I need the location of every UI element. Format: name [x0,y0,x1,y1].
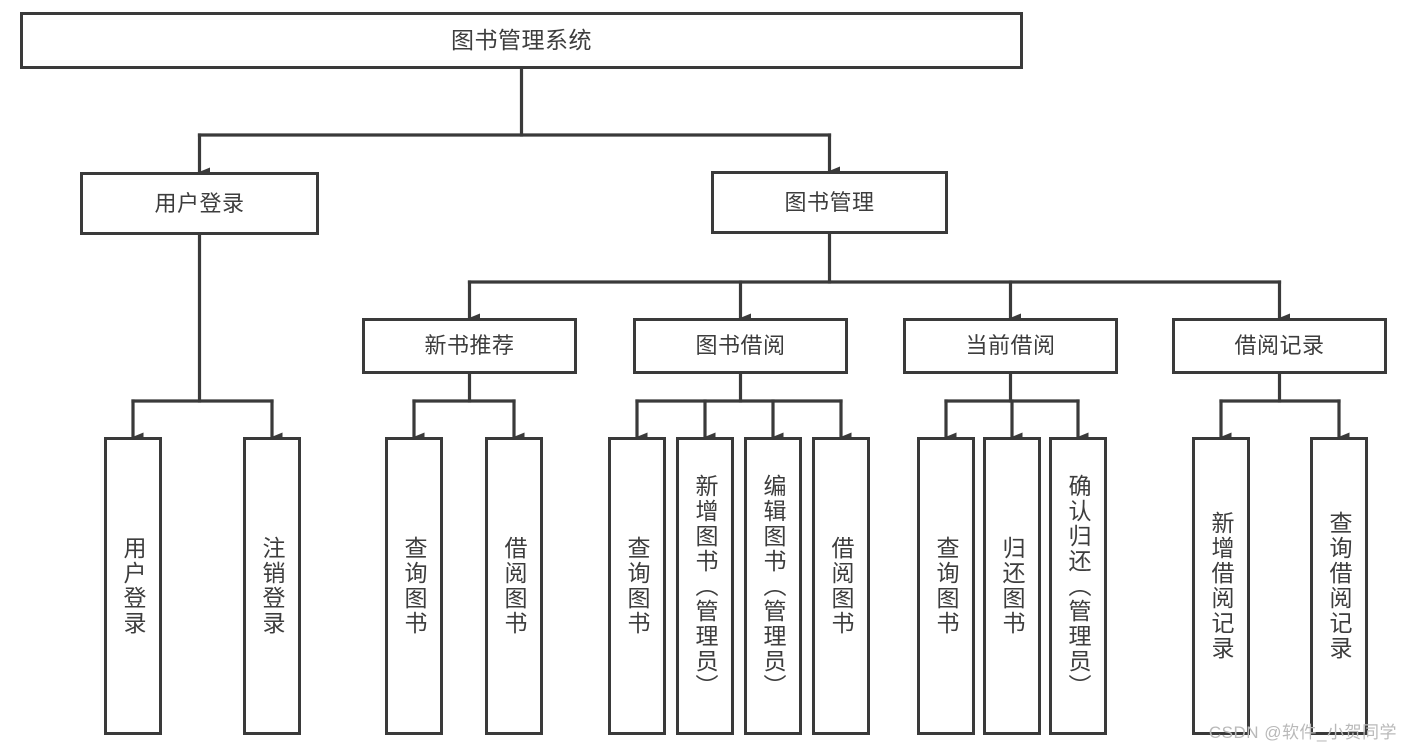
node-leaf-borrow-book-1[interactable]: 借阅图书 [485,437,543,735]
node-label: 确认归还（管理员） [1065,473,1092,699]
node-leaf-add-borrow-record[interactable]: 新增借阅记录 [1192,437,1250,735]
node-label: 新增借阅记录 [1208,511,1235,661]
node-leaf-return-book[interactable]: 归还图书 [983,437,1041,735]
node-label: 图书借阅 [695,333,786,359]
node-leaf-query-book-2[interactable]: 查询图书 [608,437,666,735]
node-label: 用户登录 [120,536,147,636]
node-label: 图书管理 [784,189,875,215]
node-leaf-logout[interactable]: 注销登录 [243,437,301,735]
node-label: 归还图书 [999,536,1026,636]
node-current-borrow[interactable]: 当前借阅 [903,318,1118,374]
node-leaf-add-book[interactable]: 新增图书（管理员） [676,437,734,735]
node-label: 借阅图书 [501,536,528,636]
node-root[interactable]: 图书管理系统 [20,12,1023,69]
node-leaf-query-book-3[interactable]: 查询图书 [917,437,975,735]
node-book-borrow[interactable]: 图书借阅 [633,318,848,374]
node-label: 编辑图书（管理员） [760,473,787,699]
node-borrow-record[interactable]: 借阅记录 [1172,318,1387,374]
node-label: 借阅图书 [828,536,855,636]
node-label: 查询借阅记录 [1326,511,1353,661]
node-label: 注销登录 [259,536,286,636]
node-leaf-confirm-return[interactable]: 确认归还（管理员） [1049,437,1107,735]
node-leaf-edit-book[interactable]: 编辑图书（管理员） [744,437,802,735]
node-label: 借阅记录 [1234,333,1325,359]
node-label: 当前借阅 [965,333,1056,359]
node-label: 查询图书 [624,536,651,636]
node-label: 用户登录 [154,190,245,216]
node-label: 图书管理系统 [451,27,592,54]
node-user-login[interactable]: 用户登录 [80,172,319,235]
node-leaf-query-book-1[interactable]: 查询图书 [385,437,443,735]
node-book-manage[interactable]: 图书管理 [711,171,948,234]
node-label: 新增图书（管理员） [692,473,719,699]
node-label: 新书推荐 [424,333,515,359]
node-leaf-borrow-book-2[interactable]: 借阅图书 [812,437,870,735]
node-leaf-query-borrow-record[interactable]: 查询借阅记录 [1310,437,1368,735]
node-label: 查询图书 [933,536,960,636]
node-new-book-recommend[interactable]: 新书推荐 [362,318,577,374]
node-label: 查询图书 [401,536,428,636]
node-leaf-user-login[interactable]: 用户登录 [104,437,162,735]
